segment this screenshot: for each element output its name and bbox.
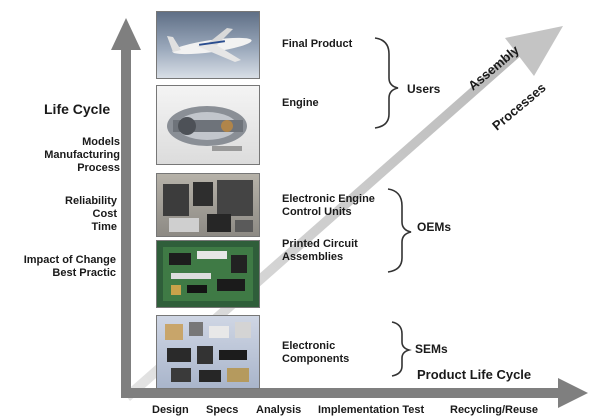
product-life-cycle-title: Product Life Cycle [417,367,532,382]
product-pcb: Printed Circuit Assemblies [282,238,358,264]
stage-recycling-reuse: Recycling/Reuse [450,404,539,416]
product-label: Assemblies [282,251,344,263]
oems-brace [387,188,412,273]
product-label: Printed Circuit [282,238,358,250]
y-label: Models [82,136,120,148]
product-label: Final Product [282,38,353,50]
group-sems: SEMs [415,342,448,356]
product-engine: Engine [282,97,319,110]
assembly-processes-arrow [124,26,563,401]
y-label: Process [77,162,120,174]
product-label: Electronic [282,340,336,352]
stage-analysis: Analysis [256,404,302,416]
components-icon [165,322,251,382]
product-label: Control Units [282,206,352,218]
y-label: Impact of Change [23,254,116,266]
engine-icon [167,106,247,151]
y-label: Manufacturing [44,149,120,161]
stage-implementation-test: Implementation Test [318,404,425,416]
y-label: Best Practic [52,267,116,279]
airplane-icon [167,28,252,62]
product-components: Electronic Components [282,340,349,366]
group-oems: OEMs [417,220,452,234]
airplane-photo [156,11,260,79]
sems-brace [391,321,412,377]
circuit-board-photo [156,240,260,308]
stage-design: Design [152,404,189,416]
y-label: Cost [92,208,117,220]
y-group-models: Models Manufacturing Process [44,136,120,175]
product-label: Components [282,353,350,365]
y-group-impact: Impact of Change Best Practic [24,254,116,280]
y-label: Reliability [65,195,117,207]
stage-specs: Specs [206,404,239,416]
electronic-components-photo [156,315,260,389]
product-final: Final Product [282,38,352,51]
control-unit-icon [163,180,253,232]
control-units-photo [156,173,260,237]
product-label: Electronic Engine [282,193,375,205]
life-cycle-title: Life Cycle [44,101,111,117]
group-users: Users [407,82,441,96]
product-control-units: Electronic Engine Control Units [282,193,375,219]
circuit-board-icon [163,247,253,301]
users-brace [374,37,399,129]
vertical-axis-arrow [111,18,141,398]
product-label: Engine [282,97,319,109]
jet-engine-photo [156,85,260,165]
y-group-reliability: Reliability Cost Time [65,195,117,234]
horizontal-axis-arrow [121,378,588,408]
y-label: Time [91,221,117,233]
